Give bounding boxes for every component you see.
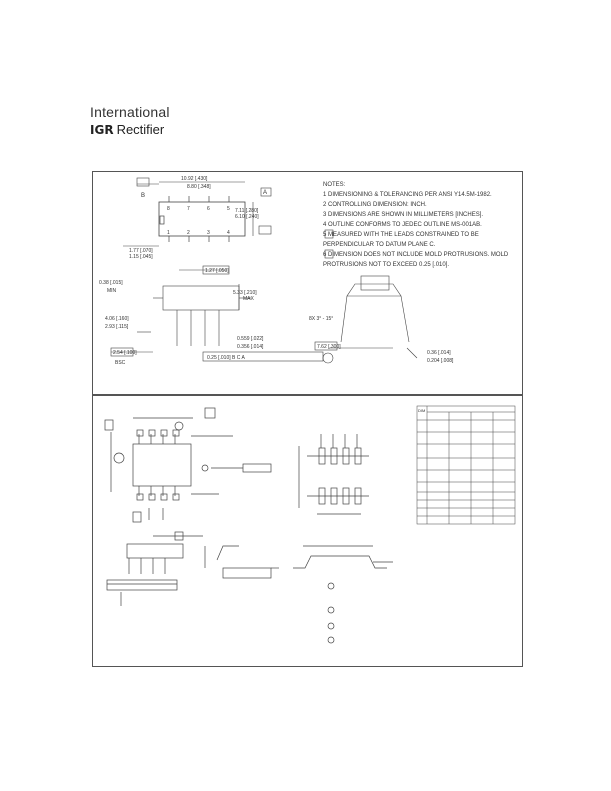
pdip-pin-5: 5 (227, 206, 230, 212)
pdip-dim-lead2-label: 2.93 [.115] (105, 324, 129, 330)
pdip-dim-right2-label: 6.10 [.240] (235, 214, 259, 220)
pdip-dim-left2-label: 1.15 [.045] (129, 254, 153, 260)
pdip-dim-pitch-label: 2.54 [.100] (113, 350, 137, 356)
pdip-note-2: 2 CONTROLLING DIMENSION: INCH. (323, 202, 427, 208)
pdip-dim-body-label: 1.27 [.050] (205, 268, 229, 274)
pdip-note-5b: PERPENDICULAR TO DATUM PLANE C. (323, 242, 436, 248)
pdip-dim-right-label: 7.11 [.280] (235, 208, 259, 214)
pdip-dim-pitch2-label: BSC (115, 360, 126, 366)
pdip-dim-top2-label: 8.80 [.348] (187, 184, 211, 190)
pdip-dim-height-label: 5.33 [.210] (233, 290, 257, 296)
pdip-drawing: 10.92 [.430] 8.80 [.348] B 8 7 6 5 1 2 3… (99, 176, 454, 366)
soic-table-caption: DIM (418, 408, 425, 413)
soic-drawing: DIM (104, 405, 516, 644)
logo-mark: IGR (90, 123, 114, 137)
soic-dimension-table (416, 405, 516, 525)
pdip-note-1: 1 DIMENSIONING & TOLERANCING PER ANSI Y1… (323, 192, 492, 198)
pdip-dim-top-label: 10.92 [.430] (181, 176, 208, 182)
soic-top-body (132, 443, 192, 487)
logo-line1: International (90, 104, 170, 120)
pdip-datum-b: B (141, 193, 145, 199)
soic-lead-detail (293, 555, 387, 569)
pdip-package-outline-panel: 10.92 [.430] 8.80 [.348] B 8 7 6 5 1 2 3… (92, 171, 523, 395)
soic-package-outline-panel: DIM (92, 395, 523, 667)
pdip-notes-title: NOTES: (323, 182, 346, 188)
pdip-dim-width-label: 7.62 [.300] (317, 344, 341, 350)
pdip-note-4: 4 OUTLINE CONFORMS TO JEDEC OUTLINE MS-0… (323, 222, 482, 228)
pdip-pin-3: 3 (207, 230, 210, 236)
pdip-tolerance-label: 0.25 [.010] B C A (207, 355, 245, 361)
pdip-dim-lead-thk-label: 0.36 [.014] (427, 350, 451, 356)
pdip-datum-a: A (263, 190, 267, 196)
pdip-dim-lead-thk2-label: 0.204 [.008] (427, 358, 454, 364)
pdip-dim-pin2-label: 0.356 [.014] (237, 344, 264, 350)
pdip-angle-label: 8X 3° - 15° (309, 316, 333, 322)
pdip-notch (159, 215, 165, 225)
pdip-dim-pin-label: 0.559 [.022] (237, 336, 264, 342)
logo-line2-text: Rectifier (116, 122, 165, 137)
pdip-pin-8: 8 (167, 206, 170, 212)
pdip-note-5: 5 MEASURED WITH THE LEADS CONSTRAINED TO… (323, 232, 479, 238)
pdip-note-6b: PROTRUSIONS NOT TO EXCEED 0.25 [.010]. (323, 262, 450, 268)
pdip-note-3: 3 DIMENSIONS ARE SHOWN IN MILLIMETERS [I… (323, 212, 484, 218)
pdip-pin-4: 4 (227, 230, 230, 236)
pdip-notes: NOTES: 1 DIMENSIONING & TOLERANCING PER … (323, 180, 513, 270)
pdip-dim-height2-label: MAX (243, 296, 255, 302)
pdip-pin-2: 2 (187, 230, 190, 236)
pdip-dim-seat2-label: MIN (107, 288, 117, 294)
pdip-dim-lead-label: 4.06 [.160] (105, 316, 129, 322)
pdip-pin-7: 7 (187, 206, 190, 212)
pdip-top-body (158, 201, 246, 237)
pdip-side-body (162, 285, 240, 311)
pdip-pin-6: 6 (207, 206, 210, 212)
pdip-dim-left-label: 1.77 [.070] (129, 248, 153, 254)
soic-side-body (126, 543, 184, 559)
pdip-top-pins (168, 196, 230, 242)
pdip-pin-1: 1 (167, 230, 170, 236)
pdip-dim-seat-label: 0.38 [.015] (99, 280, 123, 286)
pdip-note-6: 6 DIMENSION DOES NOT INCLUDE MOLD PROTRU… (323, 252, 509, 258)
